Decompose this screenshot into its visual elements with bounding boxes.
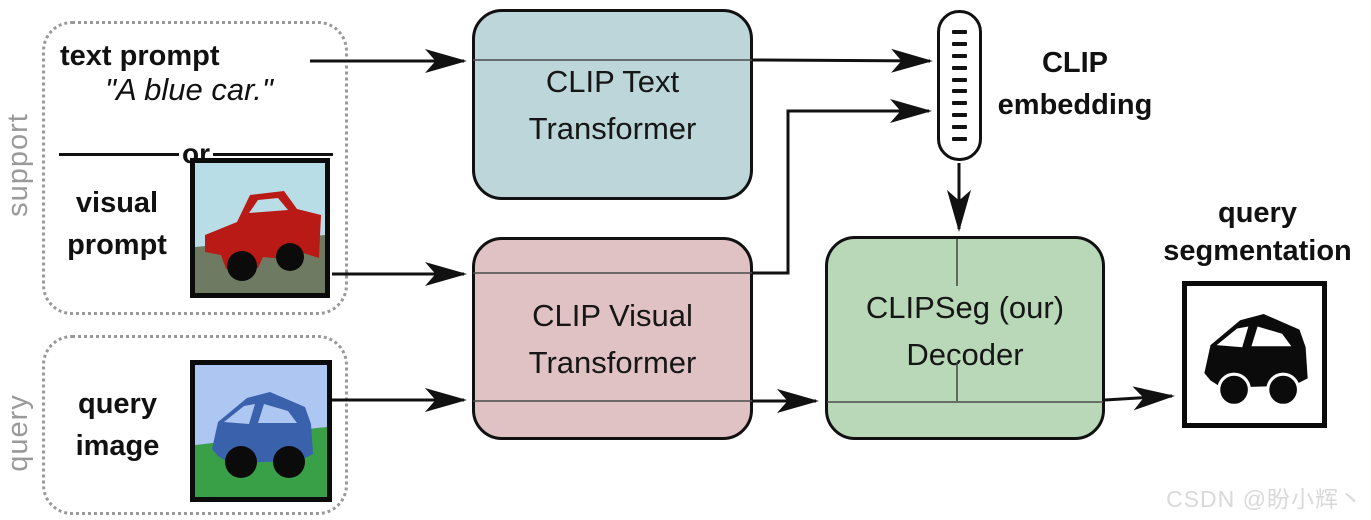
red-car-rear-wheel xyxy=(227,251,257,281)
visual-prompt-label: visual prompt xyxy=(67,187,167,261)
blue-car-illustration xyxy=(195,365,327,497)
red-car-illustration xyxy=(195,163,325,293)
red-car-front-wheel xyxy=(276,243,304,271)
clipseg-decoder-block: CLIPSeg (our) Decoder xyxy=(825,236,1105,440)
support-side-label: support xyxy=(2,113,34,217)
query-image xyxy=(190,360,332,502)
query-side-label: query xyxy=(2,394,34,472)
clip-embedding-label: CLIP embedding xyxy=(997,47,1153,121)
support-group-box: text prompt "A blue car." or visual prom… xyxy=(42,21,348,315)
segmented-car-front-wheel xyxy=(1266,372,1301,407)
blue-car-body xyxy=(212,392,313,463)
query-image-label: query image xyxy=(75,388,160,462)
clip-text-transformer-label: CLIP Text Transformer xyxy=(528,63,697,146)
segmented-car-rear-wheel xyxy=(1217,372,1251,407)
blue-car-windshield xyxy=(224,404,255,424)
or-divider-left-line xyxy=(59,152,179,156)
clip-visual-transformer-block: CLIP Visual Transformer xyxy=(472,237,753,440)
csdn-watermark: CSDN @盼小辉丶 xyxy=(1166,486,1363,512)
black-car-silhouette xyxy=(1187,286,1322,423)
segmented-car-side-window xyxy=(1251,326,1292,347)
segmented-car-body xyxy=(1204,314,1308,388)
or-divider-right-line xyxy=(213,152,333,156)
arrow-text-transformer-to-embedding xyxy=(752,48,933,73)
blue-car-side-window xyxy=(258,404,297,423)
clip-text-transformer-block: CLIP Text Transformer xyxy=(472,9,753,200)
visual-prompt-image xyxy=(190,158,330,298)
arrow-decoder-to-segmentation xyxy=(1104,386,1175,411)
text-prompt-example: "A blue car." xyxy=(105,72,273,107)
blue-car-front-wheel xyxy=(273,446,305,478)
query-group-box: query image xyxy=(42,335,348,515)
blue-car-rear-wheel xyxy=(225,446,257,478)
red-car-window xyxy=(249,198,288,213)
clipseg-decoder-label: CLIPSeg (our) Decoder xyxy=(865,290,1065,372)
text-prompt-label: text prompt xyxy=(60,40,220,72)
query-segmentation-image xyxy=(1182,281,1327,428)
query-segmentation-label: query segmentation xyxy=(1163,197,1352,267)
segmented-car-windshield xyxy=(1216,326,1249,348)
embedding-vector-icon xyxy=(937,10,982,161)
clip-visual-transformer-label: CLIP Visual Transformer xyxy=(528,297,697,380)
